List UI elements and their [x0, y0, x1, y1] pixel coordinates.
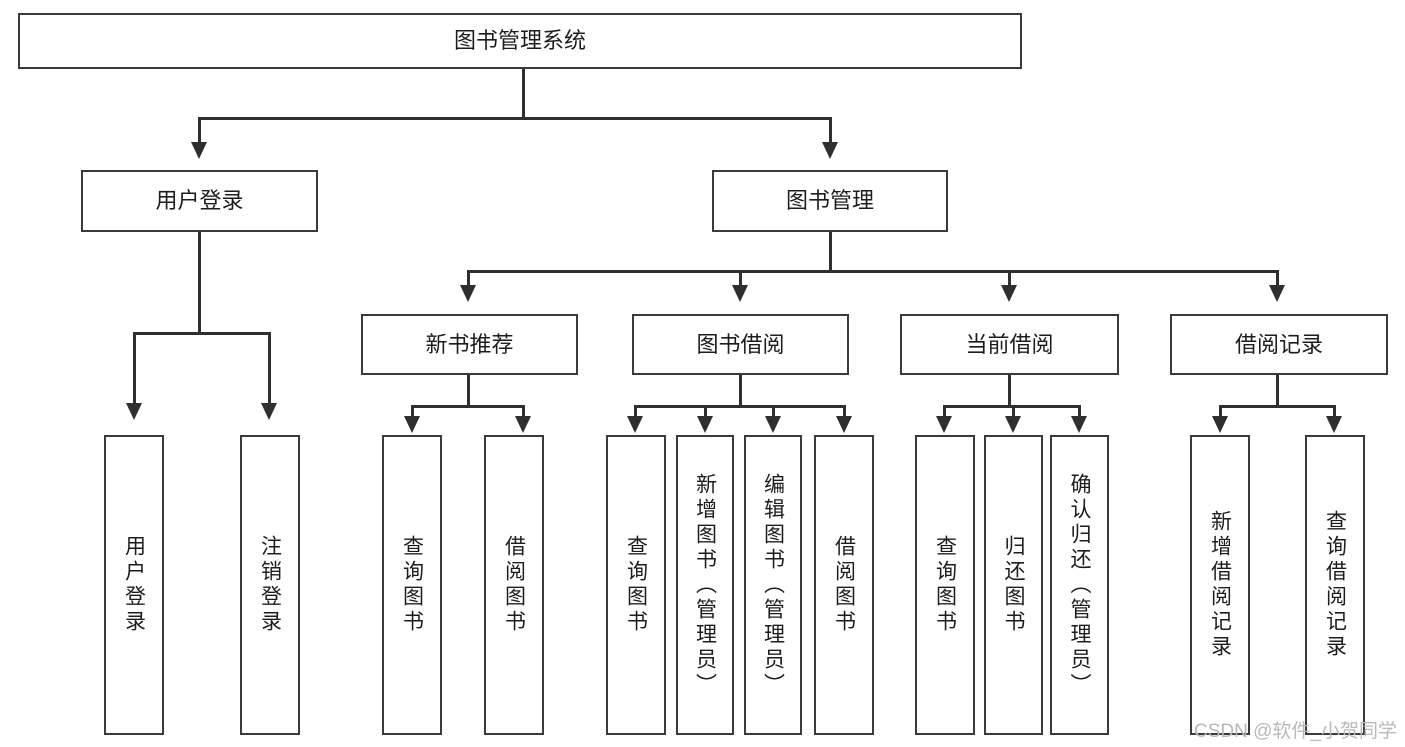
leaf-add-book-label: 新增图书（管理员）: [693, 472, 717, 698]
node-root[interactable]: 图书管理系统: [18, 13, 1022, 69]
leaf-add-book[interactable]: 新增图书（管理员）: [676, 435, 734, 735]
connector-nbr-arm-1: [411, 405, 414, 418]
connector-root-bar: [198, 117, 832, 120]
leaf-query-book-2-label: 查询图书: [624, 535, 648, 635]
connector-cb-arm-3: [1078, 405, 1081, 418]
leaf-user-login-label: 用户登录: [122, 535, 146, 635]
node-book-management[interactable]: 图书管理: [712, 170, 948, 232]
arrow-to-book-management: [822, 142, 838, 159]
leaf-user-login[interactable]: 用户登录: [104, 435, 164, 735]
arrow-to-current-borrow: [1001, 285, 1017, 302]
node-user-login[interactable]: 用户登录: [81, 170, 318, 232]
arrow-to-leaf-borrow-book-1: [515, 416, 531, 433]
connector-nbr-arm-2: [522, 405, 525, 418]
arrow-to-leaf-confirm-return: [1071, 416, 1087, 433]
connector-bm-arm-2: [739, 270, 742, 287]
leaf-return-book-label: 归还图书: [1002, 535, 1025, 635]
connector-br-trunk: [1276, 375, 1279, 407]
leaf-return-book[interactable]: 归还图书: [984, 435, 1043, 735]
connector-user-login-arm-1: [133, 332, 136, 405]
arrow-to-leaf-edit-book: [765, 416, 781, 433]
node-book-borrow-label: 图书借阅: [696, 331, 785, 357]
connector-br-bar: [1219, 405, 1336, 408]
connector-root-arm-left: [198, 117, 201, 144]
connector-nbr-trunk: [467, 375, 470, 407]
connector-cb-arm-1: [943, 405, 946, 418]
connector-bb-arm-1: [634, 405, 637, 418]
node-new-book-recommend[interactable]: 新书推荐: [361, 314, 578, 375]
arrow-to-leaf-query-book-2: [627, 416, 643, 433]
node-root-label: 图书管理系统: [453, 28, 586, 54]
connector-bb-arm-3: [772, 405, 775, 418]
arrow-to-book-borrow: [732, 285, 748, 302]
connector-user-login-arm-2: [268, 332, 271, 405]
connector-bm-arm-4: [1276, 270, 1279, 287]
leaf-logout-label: 注销登录: [258, 535, 282, 635]
node-user-login-label: 用户登录: [155, 188, 244, 214]
connector-cb-arm-2: [1012, 405, 1015, 418]
leaf-add-record-label: 新增借阅记录: [1208, 510, 1232, 660]
leaf-query-book-1-label: 查询图书: [400, 535, 424, 635]
arrow-to-leaf-add-book: [697, 416, 713, 433]
connector-book-management-trunk: [829, 232, 832, 272]
arrow-to-user-login: [191, 142, 207, 159]
connector-bm-arm-3: [1008, 270, 1011, 287]
node-borrow-record-label: 借阅记录: [1234, 331, 1323, 357]
connector-bb-bar: [634, 405, 846, 408]
connector-bm-arm-1: [467, 270, 470, 287]
arrow-to-borrow-record: [1269, 285, 1285, 302]
leaf-query-book-1[interactable]: 查询图书: [382, 435, 442, 735]
arrow-to-leaf-logout: [261, 403, 277, 420]
leaf-confirm-return-label: 确认归还（管理员）: [1068, 472, 1091, 698]
leaf-edit-book-label: 编辑图书（管理员）: [761, 472, 785, 698]
connector-bb-arm-4: [843, 405, 846, 418]
arrow-to-leaf-query-book-3: [936, 416, 952, 433]
leaf-confirm-return[interactable]: 确认归还（管理员）: [1050, 435, 1109, 735]
connector-br-arm-1: [1219, 405, 1222, 418]
leaf-borrow-book-2-label: 借阅图书: [832, 535, 856, 635]
leaf-query-book-3-label: 查询图书: [933, 535, 957, 635]
leaf-edit-book[interactable]: 编辑图书（管理员）: [744, 435, 802, 735]
connector-user-login-trunk: [198, 232, 201, 334]
arrow-to-new-book-recommend: [460, 285, 476, 302]
arrow-to-leaf-query-book-1: [404, 416, 420, 433]
leaf-query-record-label: 查询借阅记录: [1323, 510, 1347, 660]
connector-user-login-bar: [133, 332, 271, 335]
connector-bb-trunk: [739, 375, 742, 407]
node-current-borrow-label: 当前借阅: [965, 331, 1054, 357]
arrow-to-leaf-query-record: [1326, 416, 1342, 433]
watermark-text: CSDN @软件_小贺同学: [1194, 721, 1397, 742]
connector-root-arm-right: [829, 117, 832, 144]
leaf-logout[interactable]: 注销登录: [240, 435, 300, 735]
node-borrow-record[interactable]: 借阅记录: [1170, 314, 1388, 375]
leaf-borrow-book-1-label: 借阅图书: [502, 535, 526, 635]
arrow-to-leaf-borrow-book-2: [836, 416, 852, 433]
arrow-to-leaf-add-record: [1212, 416, 1228, 433]
node-book-borrow[interactable]: 图书借阅: [632, 314, 849, 375]
connector-br-arm-2: [1333, 405, 1336, 418]
leaf-query-record[interactable]: 查询借阅记录: [1305, 435, 1365, 735]
node-current-borrow[interactable]: 当前借阅: [900, 314, 1119, 375]
leaf-borrow-book-1[interactable]: 借阅图书: [484, 435, 544, 735]
leaf-query-book-3[interactable]: 查询图书: [915, 435, 975, 735]
node-new-book-recommend-label: 新书推荐: [425, 331, 514, 357]
node-book-management-label: 图书管理: [785, 188, 874, 214]
leaf-query-book-2[interactable]: 查询图书: [606, 435, 666, 735]
connector-cb-trunk: [1008, 375, 1011, 407]
connector-root-trunk: [522, 69, 525, 119]
connector-nbr-bar: [411, 405, 525, 408]
arrow-to-leaf-return-book: [1005, 416, 1021, 433]
connector-bb-arm-2: [704, 405, 707, 418]
arrow-to-leaf-user-login: [126, 403, 142, 420]
connector-book-management-bar: [467, 270, 1279, 273]
leaf-add-record[interactable]: 新增借阅记录: [1190, 435, 1250, 735]
leaf-borrow-book-2[interactable]: 借阅图书: [814, 435, 874, 735]
